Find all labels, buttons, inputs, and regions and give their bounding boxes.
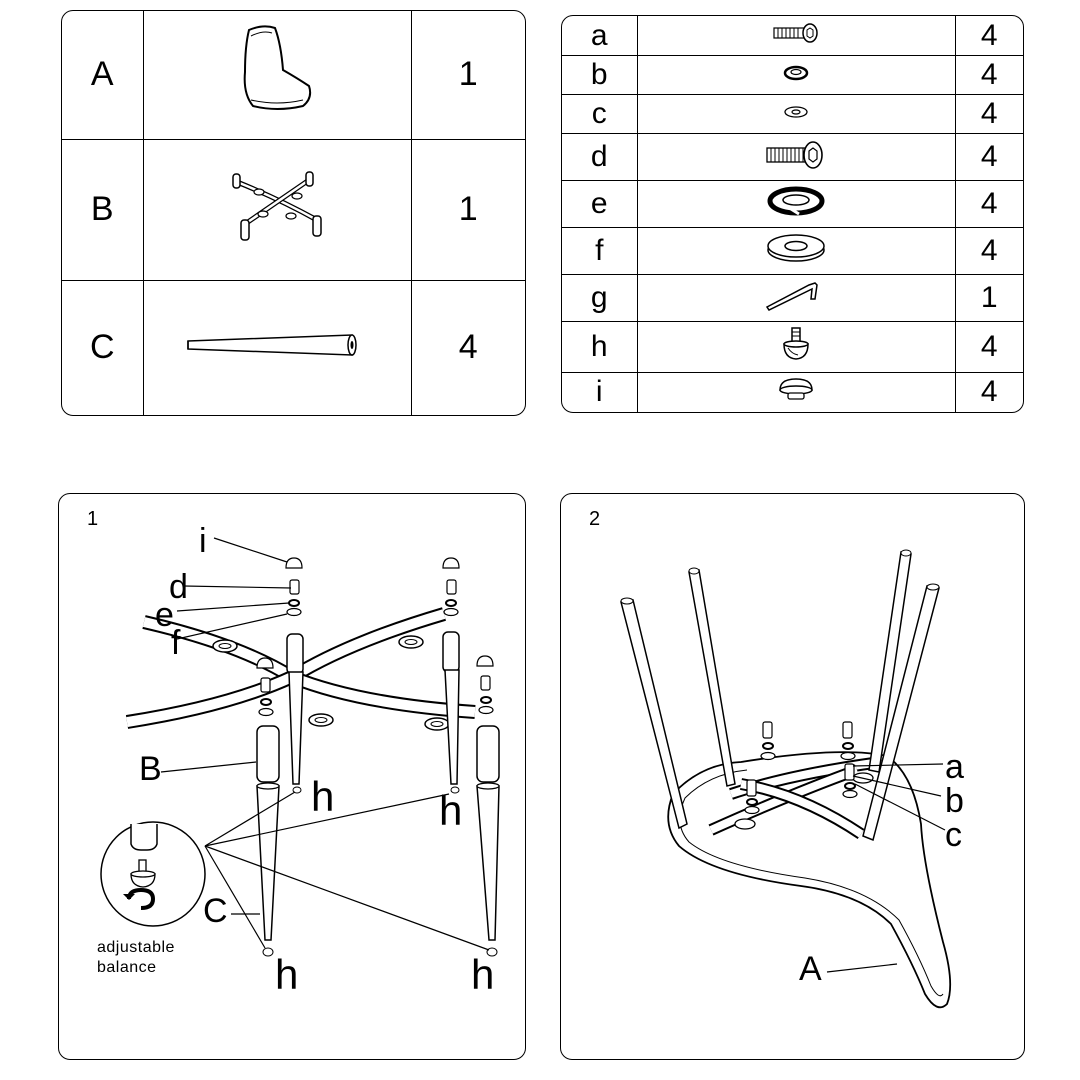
table-row: B 1: [62, 138, 525, 281]
adjustable-foot-icon: [636, 320, 956, 373]
label-A: A: [799, 950, 822, 988]
table-row: g 1: [562, 273, 1023, 322]
label-C: C: [203, 892, 228, 930]
table-row: c 4: [562, 94, 1023, 135]
part-letter: A: [62, 11, 144, 140]
allen-key-icon: [636, 273, 956, 322]
parts-list-panel: A 1 B: [61, 10, 526, 416]
step-number: 1: [87, 508, 99, 530]
label-h-front-right: h: [471, 951, 495, 998]
flat-washer-icon: [636, 226, 956, 275]
label-h-front-left: h: [275, 951, 299, 998]
parts-table: A 1 B: [62, 11, 525, 415]
hardware-letter: d: [562, 133, 638, 181]
table-row: b 4: [562, 55, 1023, 96]
step-2-panel: 2: [560, 493, 1025, 1060]
hardware-list-panel: a 4 b 4: [561, 15, 1024, 413]
base-assembly-illustration: [100, 537, 500, 957]
hardware-qty: 4: [954, 55, 1023, 96]
spring-washer-icon: [636, 180, 956, 228]
hardware-qty: 4: [954, 16, 1023, 57]
hardware-table: a 4 b 4: [562, 16, 1023, 412]
small-flat-washer-icon: [636, 94, 956, 135]
hardware-qty: 4: [954, 226, 1023, 275]
table-row: h 4: [562, 320, 1023, 373]
part-qty: 4: [410, 279, 525, 415]
label-h-back-left: h: [311, 773, 335, 820]
part-qty: 1: [410, 11, 525, 140]
label-b: b: [945, 782, 964, 820]
table-row: d 4: [562, 133, 1023, 181]
label-i: i: [199, 522, 207, 560]
hardware-letter: i: [562, 371, 638, 412]
seat-attachment-illustration: [620, 549, 952, 1009]
long-hex-bolt-icon: [636, 133, 956, 181]
hardware-qty: 1: [954, 273, 1023, 322]
seat-shell-icon: [142, 11, 412, 140]
part-letter: B: [62, 138, 144, 281]
hardware-letter: f: [562, 226, 638, 275]
end-cap-icon: [636, 371, 956, 412]
hardware-qty: 4: [954, 320, 1023, 373]
hardware-letter: h: [562, 320, 638, 373]
table-row: A 1: [62, 11, 525, 140]
hardware-qty: 4: [954, 180, 1023, 228]
hardware-letter: b: [562, 55, 638, 96]
hardware-letter: a: [562, 16, 638, 57]
adjustable-balance-note: adjustable balance: [97, 939, 175, 976]
label-a: a: [945, 748, 964, 786]
hardware-letter: g: [562, 273, 638, 322]
hardware-qty: 4: [954, 94, 1023, 135]
label-e: e: [155, 596, 174, 634]
cross-base-frame-icon: [142, 138, 412, 281]
hardware-qty: 4: [954, 133, 1023, 181]
hardware-qty: 4: [954, 371, 1023, 412]
small-spring-washer-icon: [636, 55, 956, 96]
table-row: e 4: [562, 180, 1023, 228]
table-row: i 4: [562, 371, 1023, 412]
short-hex-bolt-icon: [636, 16, 956, 57]
label-h-back-right: h: [439, 787, 463, 834]
table-row: a 4: [562, 16, 1023, 57]
label-B: B: [139, 750, 162, 788]
label-f: f: [171, 624, 181, 662]
hardware-letter: e: [562, 180, 638, 228]
label-d: d: [169, 568, 188, 606]
table-row: C 4: [62, 279, 525, 415]
hardware-letter: c: [562, 94, 638, 135]
part-letter: C: [62, 279, 144, 415]
tapered-leg-icon: [142, 279, 412, 415]
step-number: 2: [589, 508, 601, 530]
table-row: f 4: [562, 226, 1023, 275]
part-qty: 1: [410, 138, 525, 281]
label-c: c: [945, 816, 962, 854]
step-1-panel: 1: [58, 493, 526, 1060]
